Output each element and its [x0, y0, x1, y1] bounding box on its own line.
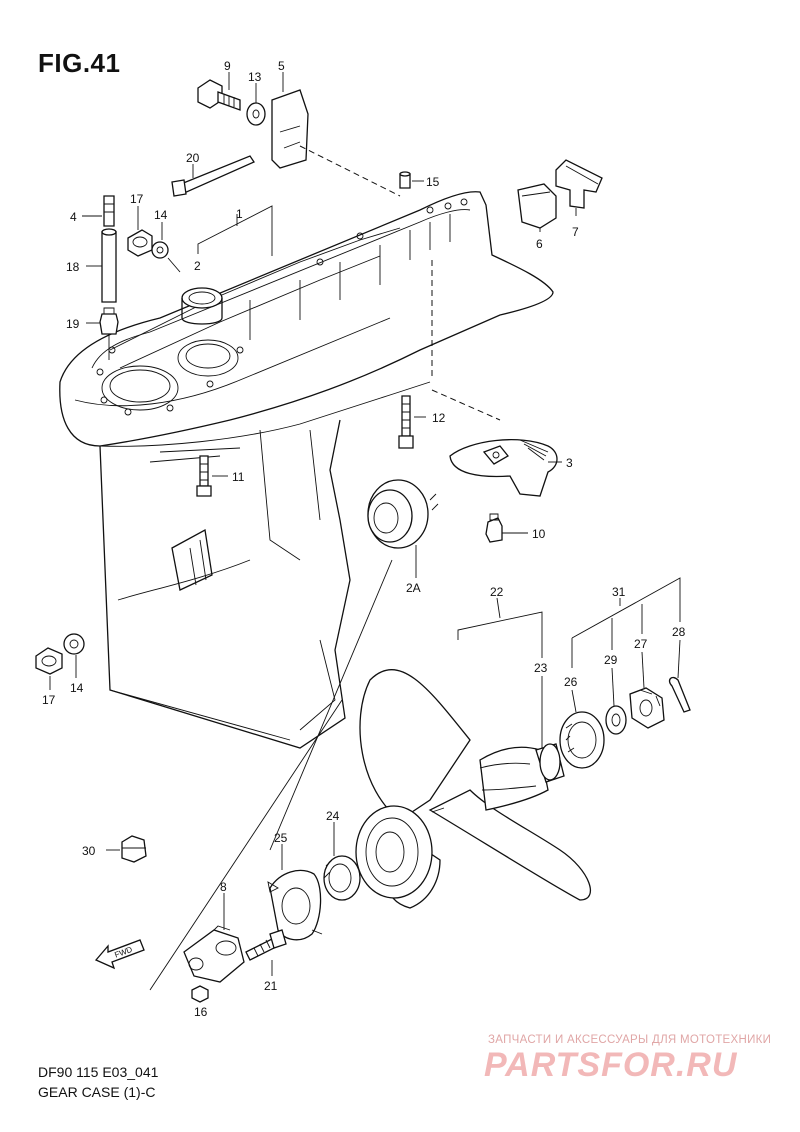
part-10-bolt — [485, 513, 503, 543]
part-17-upper-plug — [127, 229, 153, 257]
part-2a-oil-seal — [367, 479, 439, 549]
part-18-rod — [101, 228, 117, 303]
figure-title: FIG.41 — [38, 48, 121, 78]
part-30-plug — [121, 835, 147, 863]
part-26-thrust-washer — [559, 711, 605, 769]
watermark-logo: PARTSFOR.RU — [484, 1046, 738, 1084]
part-15-dowel-pin — [399, 171, 411, 189]
part-28-cotter-pin — [668, 676, 691, 713]
callout-22: 22 — [490, 585, 504, 599]
callout-31: 31 — [612, 585, 626, 599]
callout-1: 1 — [236, 207, 243, 221]
model-code: DF90 115 E03_041 — [38, 1064, 159, 1080]
callout-9: 9 — [224, 59, 231, 73]
callout-14-lower: 14 — [70, 681, 84, 695]
part-14-guide — [167, 257, 181, 273]
callout-18: 18 — [66, 260, 80, 274]
part-23-bushing — [535, 743, 565, 783]
callout-2: 2 — [194, 259, 201, 273]
part-21-bolt — [245, 929, 287, 961]
callout-16: 16 — [194, 1005, 208, 1019]
part-24-spacer — [323, 855, 361, 901]
callout-23: 23 — [534, 661, 548, 675]
callout-6: 6 — [536, 237, 543, 251]
trim-tab-centerline — [431, 389, 501, 421]
callout-28: 28 — [672, 625, 686, 639]
callout-14-upper: 14 — [154, 208, 168, 222]
fwd-arrow-icon: FWD — [94, 939, 145, 970]
part-12-bolt — [398, 395, 414, 449]
part-14-upper-washer — [151, 241, 169, 259]
part-9-bolt — [197, 79, 241, 111]
callout-11: 11 — [232, 470, 245, 484]
part-4-pin — [103, 195, 115, 227]
callout-17-upper: 17 — [130, 192, 144, 206]
gear-case-housing — [59, 191, 554, 749]
part-16-pin — [191, 985, 209, 1003]
callout-27: 27 — [634, 637, 648, 651]
callout-17-lower: 17 — [42, 693, 56, 707]
callout-leaders — [49, 72, 681, 976]
callout-5: 5 — [278, 59, 285, 73]
callout-21: 21 — [264, 979, 278, 993]
watermark-text: ЗАПЧАСТИ И АКСЕССУАРЫ ДЛЯ МОТОТЕХНИКИ — [488, 1034, 772, 1046]
part-25-plate — [267, 869, 323, 941]
callout-2a: 2A — [406, 581, 421, 595]
hub-guide-mid — [269, 559, 393, 851]
callout-8: 8 — [220, 880, 227, 894]
hub-guide-left — [149, 699, 343, 991]
part-22-propeller — [355, 669, 591, 909]
callout-25: 25 — [274, 831, 288, 845]
callout-20: 20 — [186, 151, 200, 165]
part-29-washer — [605, 705, 627, 735]
part-11-bolt — [196, 455, 212, 497]
part-27-prop-nut — [629, 687, 665, 729]
part-5-anode — [271, 89, 309, 169]
callout-4: 4 — [70, 210, 77, 224]
part-17-lower-plug — [35, 647, 63, 675]
part-20-cable-tie — [171, 155, 255, 197]
part-3-trim-tab — [449, 439, 558, 497]
part-6-bracket — [517, 183, 557, 229]
callout-15: 15 — [426, 175, 440, 189]
callout-10: 10 — [532, 527, 546, 541]
part-8-clamp — [183, 925, 245, 983]
callout-29: 29 — [604, 653, 618, 667]
callout-12: 12 — [432, 411, 446, 425]
callout-19: 19 — [66, 317, 80, 331]
part-19-fitting — [99, 307, 119, 335]
callout-13: 13 — [248, 70, 262, 84]
part-5-guide — [299, 145, 401, 197]
callout-labels: 1 2 2A 3 4 5 6 7 8 9 10 11 12 13 14 14 1… — [42, 59, 686, 1019]
callout-3: 3 — [566, 456, 573, 470]
part-14-lower-washer — [63, 633, 85, 655]
callout-30: 30 — [82, 844, 96, 858]
callout-24: 24 — [326, 809, 340, 823]
part-13-washer — [246, 102, 266, 126]
callout-7: 7 — [572, 225, 579, 239]
part-7-plate — [555, 159, 603, 209]
callout-26: 26 — [564, 675, 578, 689]
figure-name: GEAR CASE (1)-C — [38, 1084, 156, 1100]
